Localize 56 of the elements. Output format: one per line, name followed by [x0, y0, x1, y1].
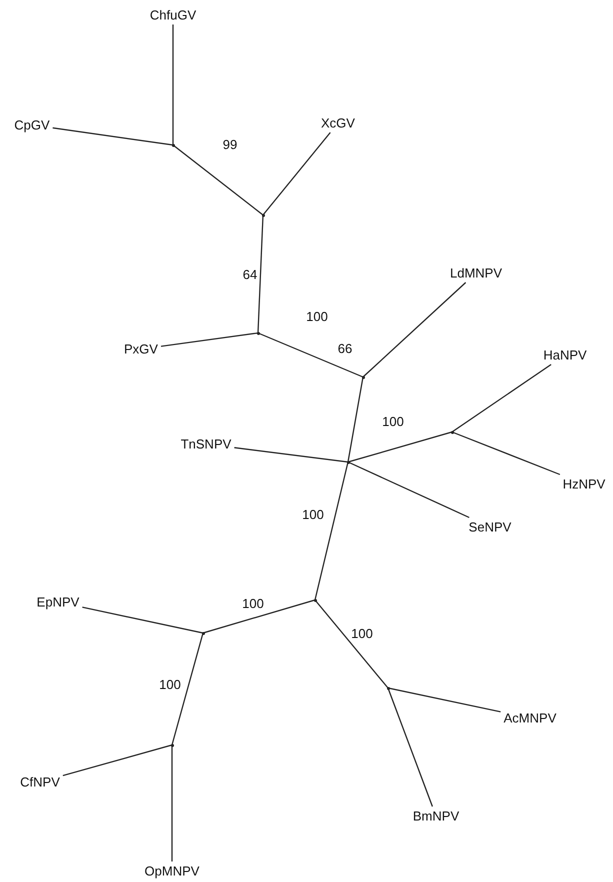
- branch-line: [348, 461, 470, 518]
- branch-line: [62, 744, 172, 776]
- branch-point: [362, 376, 364, 378]
- branch-point: [450, 430, 454, 434]
- branch-line: [82, 606, 204, 634]
- branch-line: [258, 332, 364, 378]
- taxon-label: BmNPV: [412, 808, 460, 824]
- branch-line: [452, 364, 552, 432]
- branch-line: [314, 600, 388, 688]
- taxon-label: CpGV: [13, 118, 51, 132]
- taxon-label: HaNPV: [542, 348, 588, 362]
- branch-point: [256, 332, 260, 334]
- taxon-label: HzNPV: [562, 476, 606, 492]
- taxon-label: TnSNPV: [180, 436, 232, 452]
- branch-line: [347, 376, 364, 462]
- bootstrap-value: 100: [305, 310, 329, 324]
- taxon-label: EpNPV: [36, 594, 80, 610]
- taxon-label: LdMNPV: [448, 266, 504, 280]
- bootstrap-value: 100: [381, 415, 405, 429]
- branch-line: [362, 282, 466, 378]
- bootstrap-value: 66: [336, 342, 354, 356]
- branch-line: [257, 214, 264, 334]
- branch-point: [202, 632, 204, 634]
- bootstrap-value: 100: [158, 678, 182, 692]
- taxon-label: OpMNPV: [144, 864, 200, 878]
- bootstrap-value: 100: [241, 597, 265, 611]
- branch-line: [314, 462, 349, 600]
- branch-line: [160, 332, 258, 347]
- bootstrap-value: 99: [222, 138, 238, 152]
- branch-line: [348, 431, 452, 463]
- branch-line: [202, 599, 316, 634]
- branch-point: [172, 144, 174, 146]
- branch-point: [346, 460, 350, 464]
- taxon-label: CfNPV: [19, 774, 61, 790]
- taxon-label: PxGV: [123, 342, 159, 356]
- branch-line: [387, 688, 433, 807]
- branch-line: [171, 745, 173, 862]
- branch-line: [388, 687, 501, 712]
- branch-line: [262, 132, 331, 216]
- branch-point: [314, 598, 316, 602]
- taxon-label: XcGV: [320, 116, 356, 130]
- bootstrap-value: 100: [301, 508, 325, 522]
- branch-point: [262, 214, 264, 216]
- branch-line: [172, 144, 264, 216]
- taxon-label: AcMNPV: [502, 710, 558, 726]
- branch-line: [452, 431, 560, 476]
- branch-line: [172, 24, 174, 145]
- bootstrap-value: 100: [350, 627, 374, 641]
- branch-point: [386, 686, 390, 690]
- taxon-label: SeNPV: [468, 520, 512, 534]
- branch-line: [52, 127, 174, 146]
- branch-line: [171, 632, 204, 746]
- taxon-label: ChfuGV: [148, 8, 198, 22]
- branch-point: [170, 744, 174, 746]
- branch-line: [234, 447, 348, 463]
- bootstrap-value: 64: [242, 268, 258, 282]
